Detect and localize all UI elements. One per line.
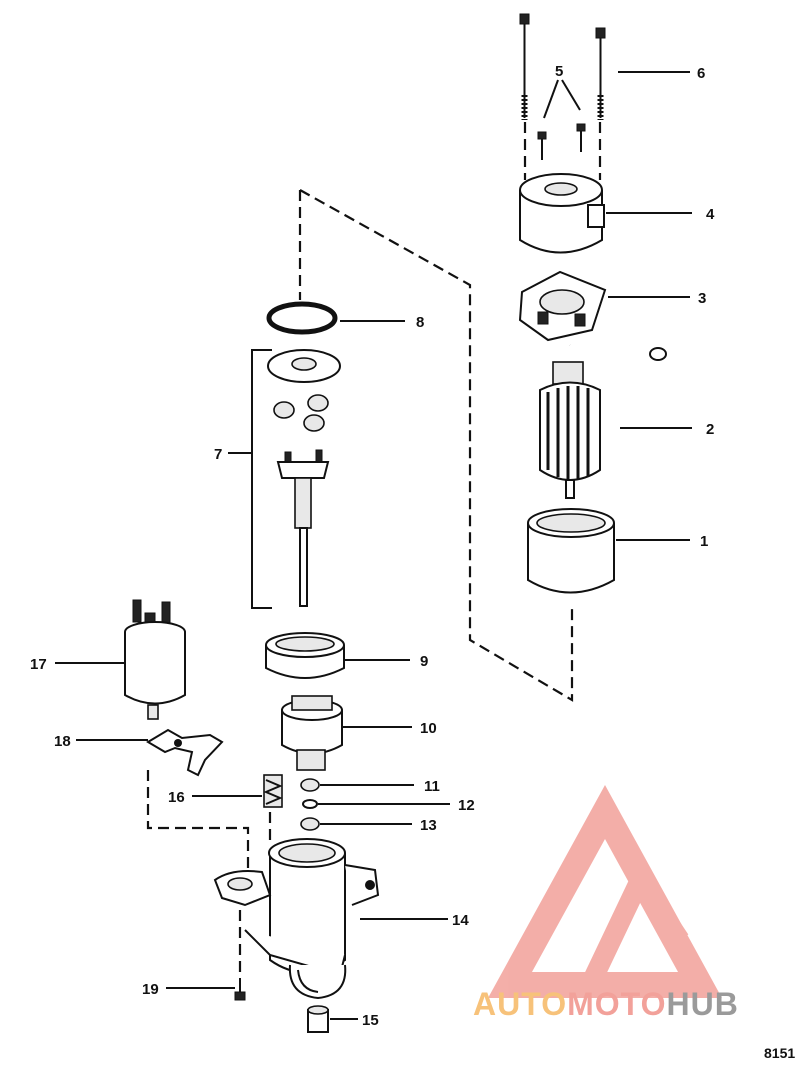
callout-10: 10	[420, 720, 437, 737]
drive-pinion	[281, 695, 343, 771]
callout-13: 13	[420, 817, 437, 834]
callout-17: 17	[30, 656, 47, 673]
armature	[539, 361, 601, 499]
through-bolts	[519, 13, 606, 120]
leader-lines	[55, 71, 692, 1020]
dashed-guides	[146, 122, 602, 975]
bushing	[307, 1005, 329, 1033]
callout-7: 7	[214, 446, 222, 463]
callouts: 1 2 3 4 5 6 7 8 9 10 11 12 13 14 15 16 1…	[30, 63, 715, 1029]
callout-2: 2	[706, 421, 714, 438]
callout-14: 14	[452, 912, 469, 929]
callout-12: 12	[458, 797, 475, 814]
ring-gear	[265, 632, 345, 679]
planetary-gear-assembly	[267, 349, 341, 607]
field-frame	[527, 508, 615, 594]
housing-screw	[234, 978, 246, 1001]
o-ring	[266, 301, 338, 335]
shift-fork	[146, 728, 224, 777]
drive-housing	[213, 838, 380, 1000]
callout-19: 19	[142, 981, 159, 998]
callout-3: 3	[698, 290, 706, 307]
solenoid	[124, 599, 186, 720]
callout-11: 11	[424, 778, 440, 795]
callout-4: 4	[706, 206, 715, 223]
brush-plate	[518, 270, 667, 361]
end-cap	[519, 173, 605, 254]
brush-screws	[537, 79, 586, 160]
callout-6: 6	[697, 65, 705, 82]
figure-number: 8151	[764, 1045, 795, 1061]
watermark-text: AUTOMOTOHUB	[473, 986, 739, 1022]
callout-8: 8	[416, 314, 424, 331]
callout-18: 18	[54, 733, 71, 750]
callout-9: 9	[420, 653, 428, 670]
spring	[263, 774, 283, 808]
callout-5: 5	[555, 63, 563, 80]
callout-1: 1	[700, 533, 708, 550]
callout-16: 16	[168, 789, 185, 806]
callout-15: 15	[362, 1012, 379, 1029]
watermark-logo	[488, 784, 722, 998]
washers	[300, 778, 320, 831]
